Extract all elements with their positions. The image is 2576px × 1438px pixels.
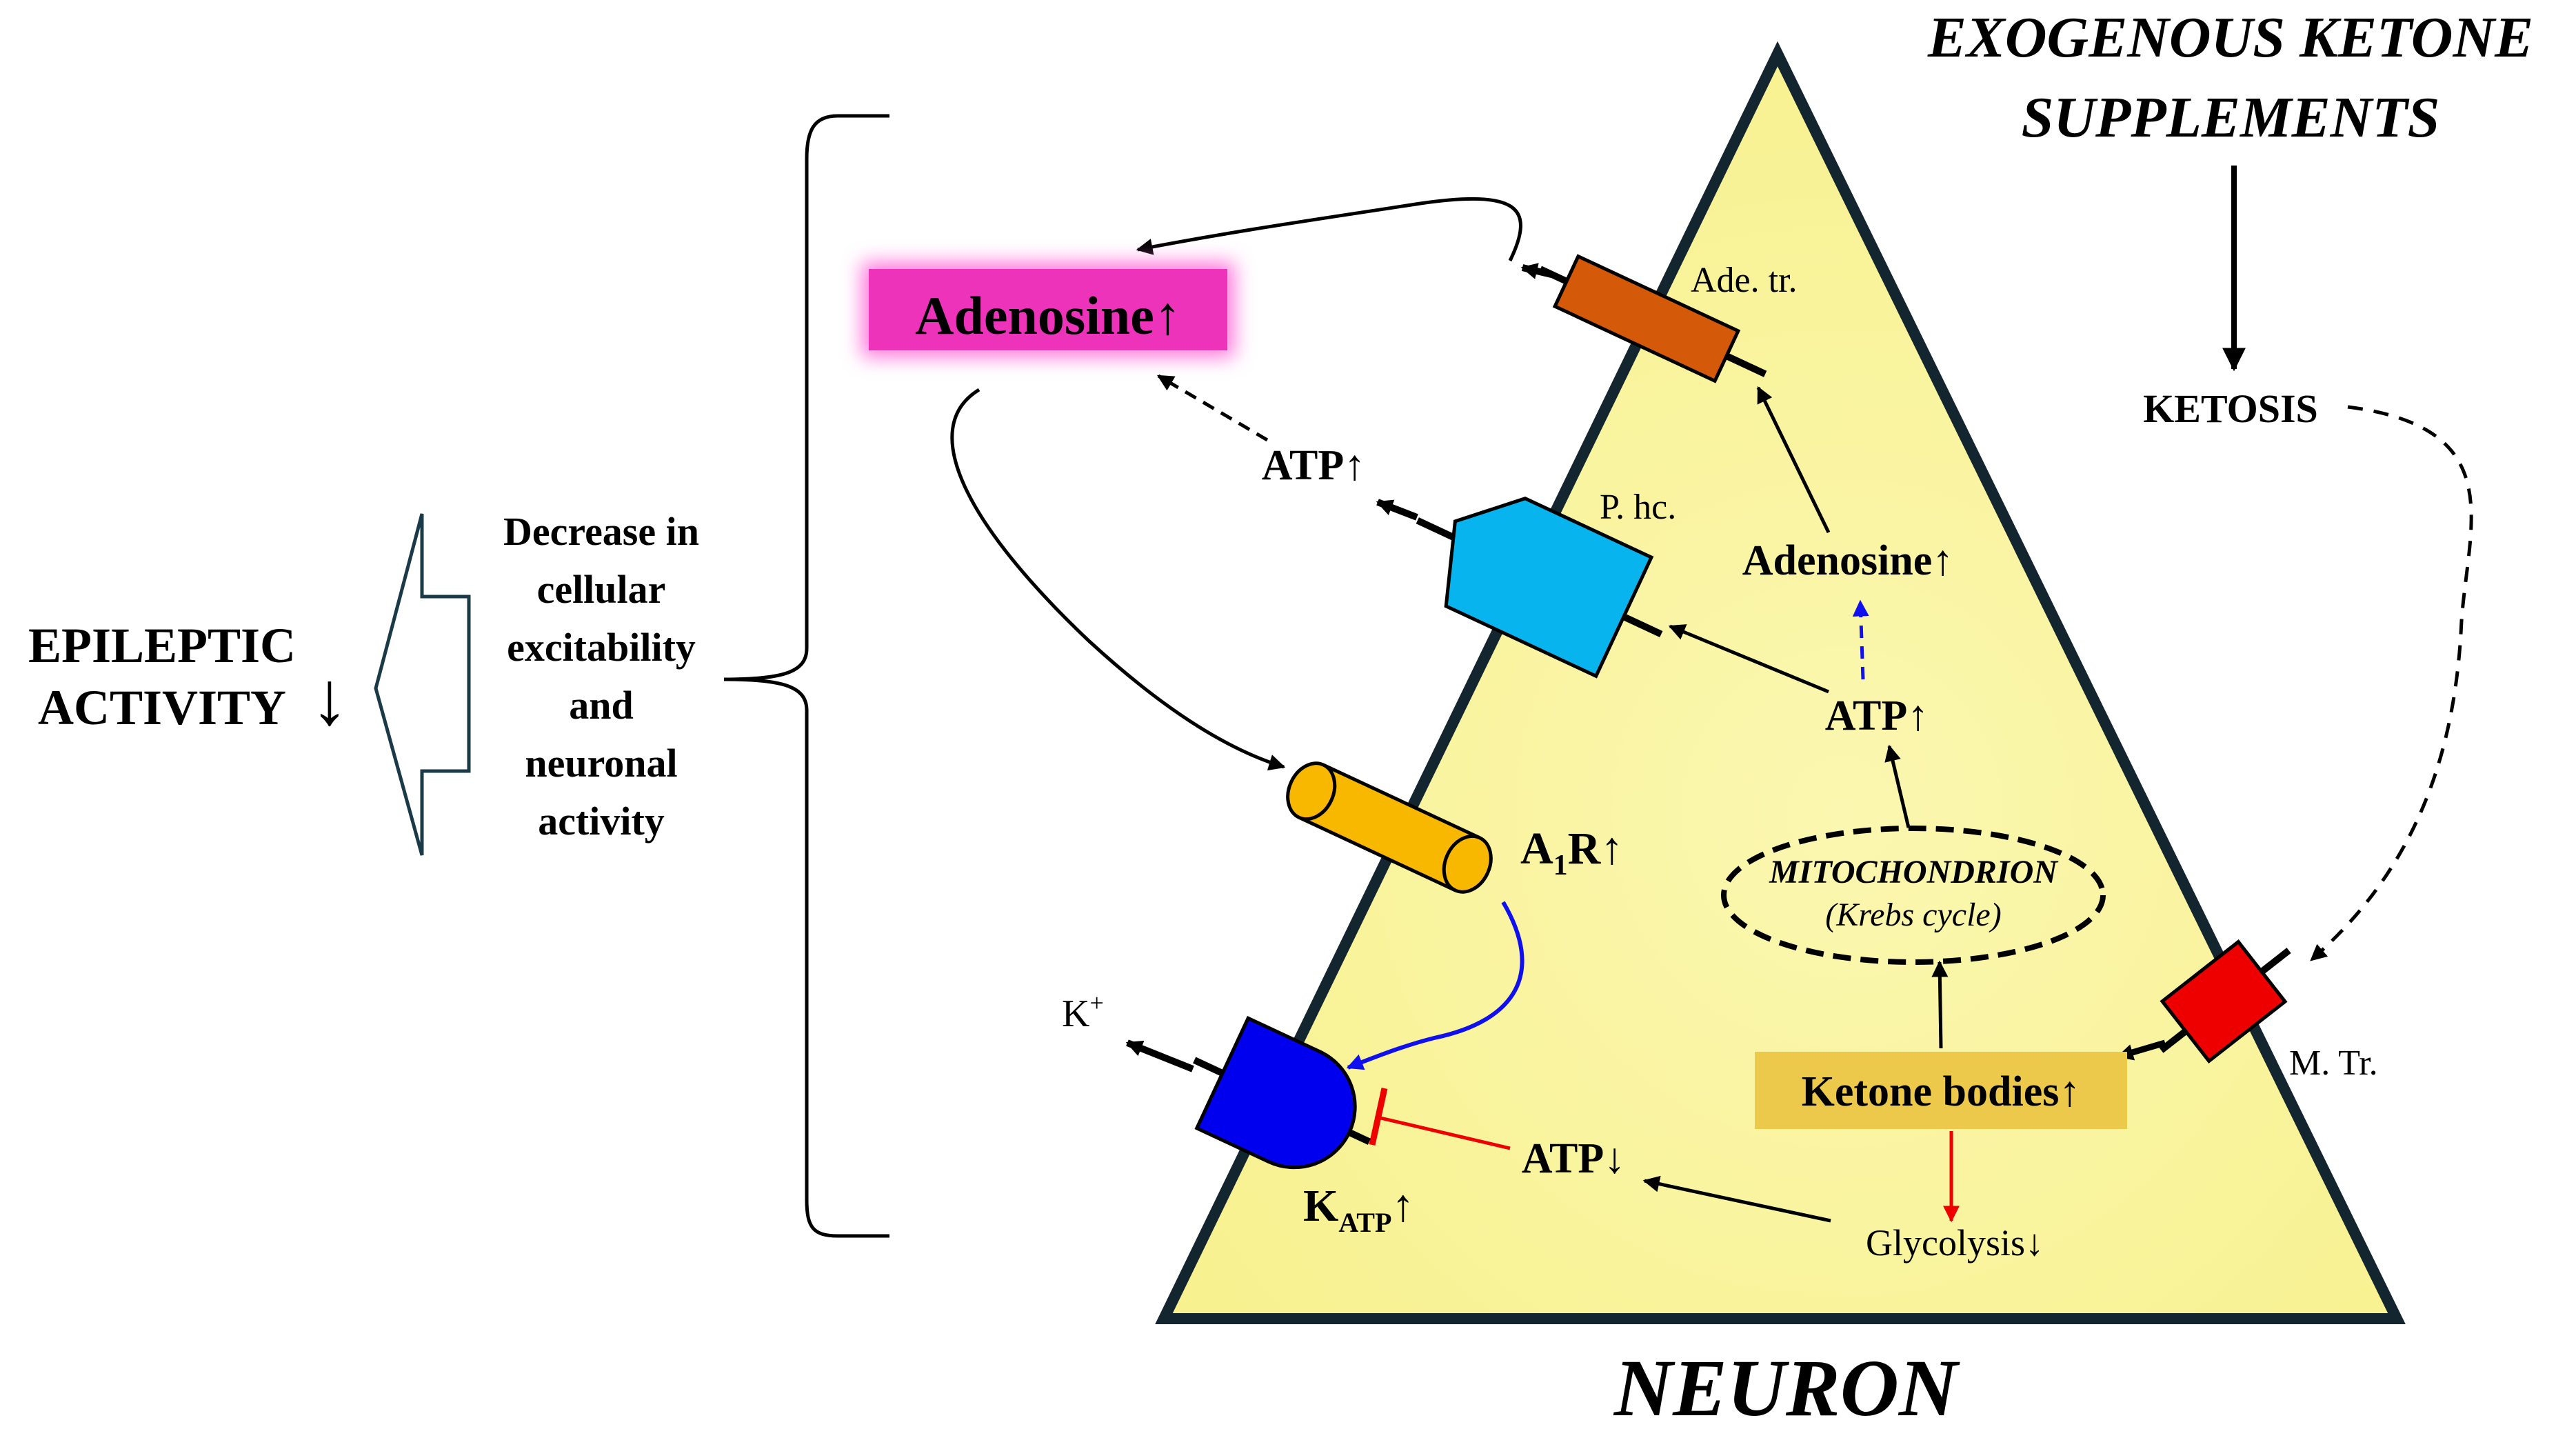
katp-label: KATP↑ xyxy=(1303,1181,1414,1238)
atp-to-adenosine-inside-arrow xyxy=(1852,599,1869,680)
effect-line-3: excitability xyxy=(507,625,696,670)
glycolysis-label: Glycolysis↓ xyxy=(1866,1222,2044,1264)
atp-to-adenosine-outside-arrow xyxy=(1156,374,1269,442)
a1r-label: A1R↑ xyxy=(1520,823,1623,881)
ketone-bodies-label: Ketone bodies↑ xyxy=(1802,1068,2081,1115)
ketosis-to-transporter-arrow xyxy=(2310,405,2473,961)
atp-inhibits-katp-bar xyxy=(1369,1088,1388,1146)
atp-up-inside-label: ATP↑ xyxy=(1825,692,1929,739)
title-line-2: SUPPLEMENTS xyxy=(2022,86,2440,150)
ketone-to-mitochondrion-arrow xyxy=(1931,960,1949,1049)
title-line-1: EXOGENOUS KETONE xyxy=(1927,6,2533,70)
neuron-cell-body xyxy=(1155,41,2406,1324)
adenosine-inside-label: Adenosine↑ xyxy=(1742,537,1954,584)
ade-tr-label: Ade. tr. xyxy=(1691,261,1798,300)
adenosine-box xyxy=(869,269,1227,350)
effect-line-5: neuronal xyxy=(525,741,677,786)
pannexin-hemichannel xyxy=(1416,497,1663,679)
effect-line-6: activity xyxy=(538,799,665,843)
atp-up-outside-label: ATP↑ xyxy=(1262,442,1365,489)
mitochondrion xyxy=(1721,826,2106,965)
atp-down-label: ATP↓ xyxy=(1522,1135,1625,1182)
result-line-1: EPILEPTIC xyxy=(28,618,296,673)
atp-inhibits-katp-line xyxy=(1377,1115,1511,1150)
adenosine-transporter-out-arrow xyxy=(1520,263,1553,279)
a1r-to-katp-arrow xyxy=(1346,901,1525,1070)
k-ion-label: K+ xyxy=(1062,989,1104,1035)
glycolysis-to-atp-arrow xyxy=(1642,1175,1831,1223)
m-tr-label: M. Tr. xyxy=(2289,1043,2378,1083)
neuron-label: NEURON xyxy=(1613,1343,1960,1433)
p-hc-label: P. hc. xyxy=(1600,488,1676,527)
monocarboxylate-transporter xyxy=(2159,939,2291,1063)
adenosine-to-a1r-arrow xyxy=(950,388,1286,771)
ketone-bodies-box xyxy=(1755,1052,2127,1129)
hollow-left-arrow xyxy=(374,513,471,856)
a1-receptor xyxy=(1286,761,1493,894)
atp-to-pannexin-arrow xyxy=(1668,624,1829,694)
effect-line-2: cellular xyxy=(537,567,666,612)
transporter-to-adenosine-arrow xyxy=(1136,197,1522,262)
mitochondrion-to-atp-arrow xyxy=(1884,744,1911,828)
effect-text: Decrease in cellular excitability and ne… xyxy=(503,509,699,843)
result-down-arrow: ↓ xyxy=(311,657,349,741)
result-line-2: ACTIVITY xyxy=(38,680,286,735)
adenosine-outside-label: Adenosine↑ xyxy=(915,286,1181,346)
adenosine-to-transporter-arrow xyxy=(1756,386,1831,534)
mitochondrion-subtitle: (Krebs cycle) xyxy=(1825,897,2001,933)
ketosis-label: KETOSIS xyxy=(2143,386,2318,431)
mitochondrion-title: MITOCHONDRION xyxy=(1769,854,2059,890)
katp-k-efflux-arrow xyxy=(1125,1039,1194,1072)
effect-brace xyxy=(723,114,889,1238)
effect-line-4: and xyxy=(569,683,634,728)
katp-channel xyxy=(1193,1016,1371,1170)
adenosine-transporter xyxy=(1538,254,1767,383)
pannexin-out-arrow xyxy=(1376,499,1418,521)
effect-line-1: Decrease in xyxy=(503,509,699,554)
